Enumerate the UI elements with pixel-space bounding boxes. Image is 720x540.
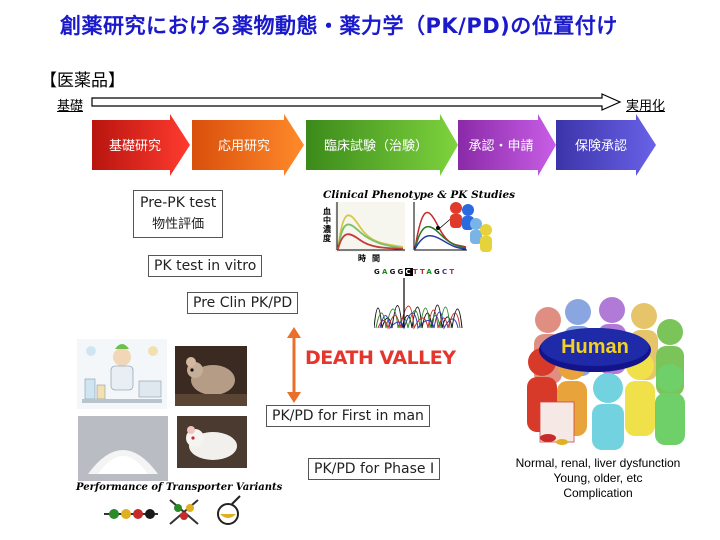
first-in-man-box: PK/PD for First in man <box>266 405 430 427</box>
transporter-icon-3 <box>217 495 241 525</box>
pk-test-in-vitro-box: PK test in vitro <box>148 255 263 277</box>
physical-property-label: 物性評価 <box>152 217 205 232</box>
clinical-phenotype-caption: Clinical Phenotype & PK Studies <box>323 189 516 201</box>
chart-x-axis-label: 時間 <box>358 254 386 263</box>
stage-2-arrow <box>306 114 458 176</box>
pk-curve-chart-1 <box>335 202 405 252</box>
pre-pk-test-label: Pre-PK test <box>140 195 217 211</box>
chart-y-axis-label: 血中濃度 <box>323 207 331 243</box>
death-valley-arrow <box>287 327 301 403</box>
dna-sequencing-trace <box>374 278 463 330</box>
stage-label-insurance: 保険承認 <box>574 139 627 154</box>
dna-sequence-label: GAGGCTTAGCT <box>374 268 457 276</box>
stage-3-arrow <box>458 114 556 176</box>
patient-group-icon <box>450 202 492 252</box>
category-label: 【医薬品】 <box>40 71 125 91</box>
phase1-box: PK/PD for Phase I <box>308 458 441 480</box>
pre-pk-test-box: Pre-PK test 物性評価 <box>133 190 224 238</box>
human-label: Human <box>561 336 629 358</box>
axis-start-label: 基礎 <box>57 99 84 114</box>
stage-label-approval: 承認・申請 <box>468 139 534 154</box>
human-caption-line-1: Normal, renal, liver dysfunction <box>515 456 681 470</box>
axis-end-label: 実用化 <box>626 99 666 114</box>
stage-4-arrow <box>556 114 656 176</box>
human-caption-line-2: Young, older, etc <box>553 471 643 485</box>
death-valley-label: DEATH VALLEY <box>305 347 456 369</box>
pk-curve-chart-2 <box>413 202 467 251</box>
powder-photo <box>78 416 168 481</box>
rat-photo <box>177 416 247 468</box>
human-crowd-illustration <box>527 297 685 450</box>
human-caption: Normal, renal, liver dysfunction Young, … <box>500 456 696 501</box>
pre-clin-pkpd-box: Pre Clin PK/PD <box>187 292 299 314</box>
stage-0-arrow <box>92 114 190 176</box>
mouse-photo <box>175 346 247 406</box>
stage-label-applied-research: 応用研究 <box>217 139 270 154</box>
transporter-icon-2 <box>169 499 199 525</box>
human-caption-line-3: Complication <box>563 486 633 500</box>
transporter-variant-icons <box>104 495 241 525</box>
transporter-caption: Performance of Transporter Variants <box>76 482 283 493</box>
stage-label-clinical-trial: 臨床試験（治験） <box>323 139 428 154</box>
transporter-icon-1 <box>104 509 158 519</box>
stage-1-arrow <box>192 114 304 176</box>
development-axis-arrow <box>91 93 622 111</box>
stage-flow <box>92 114 656 176</box>
stage-label-basic-research: 基礎研究 <box>108 139 161 154</box>
page-title: 創薬研究における薬物動態・薬力学（PK/PD)の位置付け <box>60 14 618 38</box>
lab-scientist-illustration <box>77 339 167 409</box>
